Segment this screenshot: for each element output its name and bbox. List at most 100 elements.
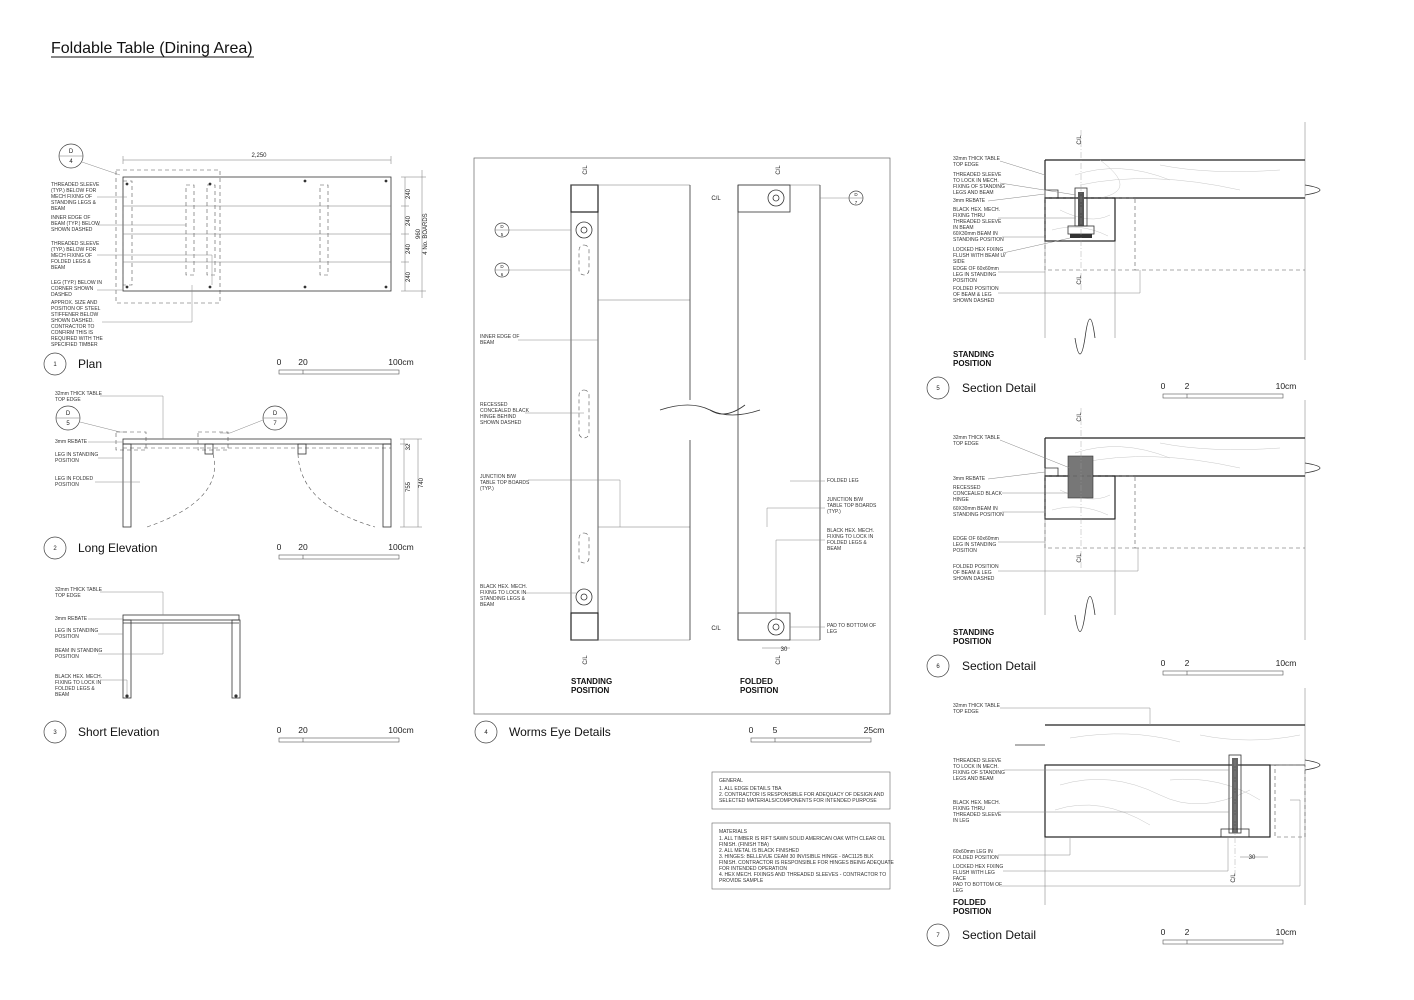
svg-text:GENERAL: GENERAL bbox=[719, 778, 743, 784]
view-s7-title: Section Detail bbox=[962, 928, 1036, 942]
svg-text:D: D bbox=[500, 224, 504, 229]
view-s5-title: Section Detail bbox=[962, 381, 1036, 395]
svg-text:0: 0 bbox=[1161, 381, 1166, 391]
svg-text:240: 240 bbox=[406, 243, 412, 254]
svg-text:755: 755 bbox=[406, 481, 412, 492]
svg-text:C/L: C/L bbox=[776, 165, 782, 175]
svg-text:MATERIALS: MATERIALS bbox=[719, 829, 748, 835]
svg-text:100cm: 100cm bbox=[388, 357, 414, 367]
svg-text:0: 0 bbox=[277, 357, 282, 367]
svg-text:D: D bbox=[854, 192, 858, 197]
svg-text:0: 0 bbox=[277, 542, 282, 552]
svg-text:STANDING: STANDING bbox=[953, 350, 994, 359]
svg-text:100cm: 100cm bbox=[388, 542, 414, 552]
general-notes-box: GENERAL 1. ALL EDGE DETAILS TBA 2. CONTR… bbox=[711, 771, 891, 810]
view-plan-number: 1 bbox=[53, 362, 57, 368]
detail-ref-d5: D 5 bbox=[55, 405, 127, 433]
svg-text:3mm REBATE: 3mm REBATE bbox=[55, 439, 88, 445]
scale-bar-s7: 0 2 10cm bbox=[1161, 927, 1297, 945]
svg-text:2. ALL METAL IS BLACK FINISHED: 2. ALL METAL IS BLACK FINISHED bbox=[719, 848, 800, 854]
svg-text:C/L: C/L bbox=[1077, 553, 1083, 563]
svg-text:D: D bbox=[69, 149, 74, 155]
svg-text:30: 30 bbox=[1249, 855, 1256, 861]
svg-text:BLACK HEX. MECH.FIXING TO LOCK: BLACK HEX. MECH.FIXING TO LOCK INFOLDED … bbox=[55, 674, 102, 698]
svg-text:C/L: C/L bbox=[1077, 412, 1083, 422]
svg-text:5: 5 bbox=[773, 725, 778, 735]
svg-text:C/L: C/L bbox=[711, 196, 721, 202]
svg-text:2. CONTRACTOR IS RESPONSIBLE F: 2. CONTRACTOR IS RESPONSIBLE FOR ADEQUAC… bbox=[719, 792, 885, 798]
scale-bar-s5: 0 2 10cm bbox=[1161, 381, 1296, 399]
svg-text:240: 240 bbox=[406, 271, 412, 282]
svg-text:C/L: C/L bbox=[1231, 873, 1237, 883]
svg-text:7: 7 bbox=[273, 421, 277, 427]
svg-text:D: D bbox=[273, 411, 278, 417]
scale-bar-worms: 0 5 25cm bbox=[749, 725, 884, 743]
worms-ref-d5: D 5 bbox=[494, 222, 571, 238]
svg-text:20: 20 bbox=[298, 542, 308, 552]
svg-text:3mm REBATE: 3mm REBATE bbox=[55, 616, 88, 622]
svg-text:0: 0 bbox=[277, 725, 282, 735]
svg-text:10cm: 10cm bbox=[1276, 658, 1297, 668]
view-long-elevation: D 5 D 7 32 755 740 32 bbox=[43, 391, 425, 560]
svg-text:C/L: C/L bbox=[711, 626, 721, 632]
svg-text:3mm REBATE: 3mm REBATE bbox=[953, 198, 986, 204]
svg-text:0: 0 bbox=[1161, 927, 1166, 937]
view-s6-number: 6 bbox=[936, 664, 940, 670]
detail-ref-d4: D 4 bbox=[58, 143, 121, 176]
svg-text:0: 0 bbox=[1161, 658, 1166, 668]
svg-text:POSITION: POSITION bbox=[953, 907, 991, 916]
svg-text:5: 5 bbox=[66, 421, 70, 427]
worms-ref-d6: D 6 bbox=[494, 262, 571, 278]
scale-bar-long: 0 20 100cm bbox=[277, 542, 414, 560]
sheet-title: Foldable Table (Dining Area) bbox=[51, 40, 253, 57]
view-worms-title: Worms Eye Details bbox=[509, 725, 611, 739]
svg-text:FOR INTENDED OPERATION: FOR INTENDED OPERATION bbox=[719, 866, 787, 872]
plan-length-dim: 2,250 bbox=[251, 153, 267, 159]
svg-text:4: 4 bbox=[69, 159, 73, 165]
svg-text:FINISH. CONTRACTOR IS RESPONSI: FINISH. CONTRACTOR IS RESPONSIBLE FOR HI… bbox=[719, 860, 895, 866]
view-s5-number: 5 bbox=[936, 386, 940, 392]
materials-notes-box: MATERIALS 1. ALL TIMBER IS RIFT SAWN SOL… bbox=[711, 822, 895, 890]
svg-text:D: D bbox=[500, 264, 504, 269]
svg-text:FOLDED: FOLDED bbox=[740, 677, 773, 686]
svg-text:SELECTED MATERIALS/COMPONENTS: SELECTED MATERIALS/COMPONENTS FOR INTEND… bbox=[719, 798, 877, 804]
svg-text:PROVIDE SAMPLE: PROVIDE SAMPLE bbox=[719, 878, 764, 884]
svg-text:FINISH. (FINISH TBA): FINISH. (FINISH TBA) bbox=[719, 842, 769, 848]
svg-text:POSITION: POSITION bbox=[953, 359, 991, 368]
view-short-number: 3 bbox=[53, 730, 57, 736]
svg-text:740: 740 bbox=[419, 477, 425, 488]
view-plan: D 4 2,250 240 2 bbox=[43, 143, 429, 376]
svg-text:STANDING: STANDING bbox=[953, 628, 994, 637]
svg-text:7: 7 bbox=[855, 200, 858, 205]
svg-text:960: 960 bbox=[416, 228, 422, 239]
svg-text:10cm: 10cm bbox=[1276, 927, 1297, 937]
svg-text:FOLDED: FOLDED bbox=[953, 898, 986, 907]
worms-ref-d7: D 7 bbox=[820, 190, 864, 206]
view-worms-eye: C/L C/L C/L C/L C/L C/L 30 bbox=[473, 157, 891, 744]
svg-text:POSITION: POSITION bbox=[740, 686, 778, 695]
